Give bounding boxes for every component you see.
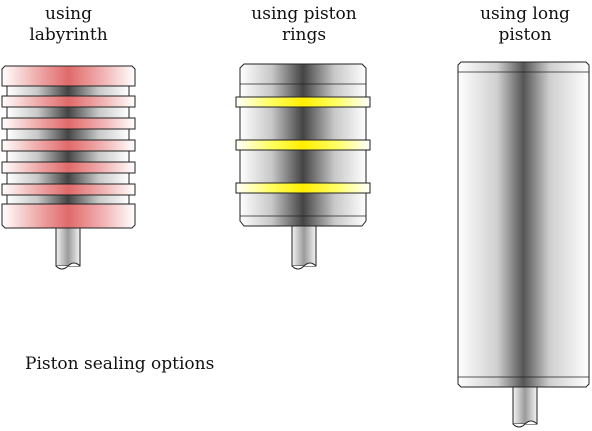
label-long-piston-line-1: using long [480, 4, 570, 24]
label-labyrinth-line-2: labyrinth [29, 25, 108, 45]
labyrinth-lands [1, 65, 136, 229]
long-piston [457, 61, 590, 428]
label-piston-rings-line-2: rings [281, 25, 327, 45]
label-labyrinth: using labyrinth [0, 4, 137, 46]
long-piston-body [457, 61, 590, 388]
ring-piston-rod [291, 225, 317, 270]
diagram-caption: Piston sealing options [25, 354, 215, 374]
piston-ring-2 [235, 139, 371, 151]
label-labyrinth-line-1: using [45, 4, 92, 24]
long-piston-rod [512, 385, 538, 428]
labyrinth-piston-rod [55, 227, 81, 270]
label-piston-rings: using piston rings [222, 4, 386, 46]
labyrinth-piston [1, 65, 136, 270]
piston-ring-3 [235, 182, 371, 194]
piston-ring-1 [235, 96, 371, 108]
label-long-piston: using long piston [440, 4, 592, 46]
ring-piston [235, 63, 371, 270]
piston-rings [235, 96, 371, 194]
label-piston-rings-line-1: using piston [251, 4, 357, 24]
label-long-piston-line-2: piston [498, 25, 552, 45]
